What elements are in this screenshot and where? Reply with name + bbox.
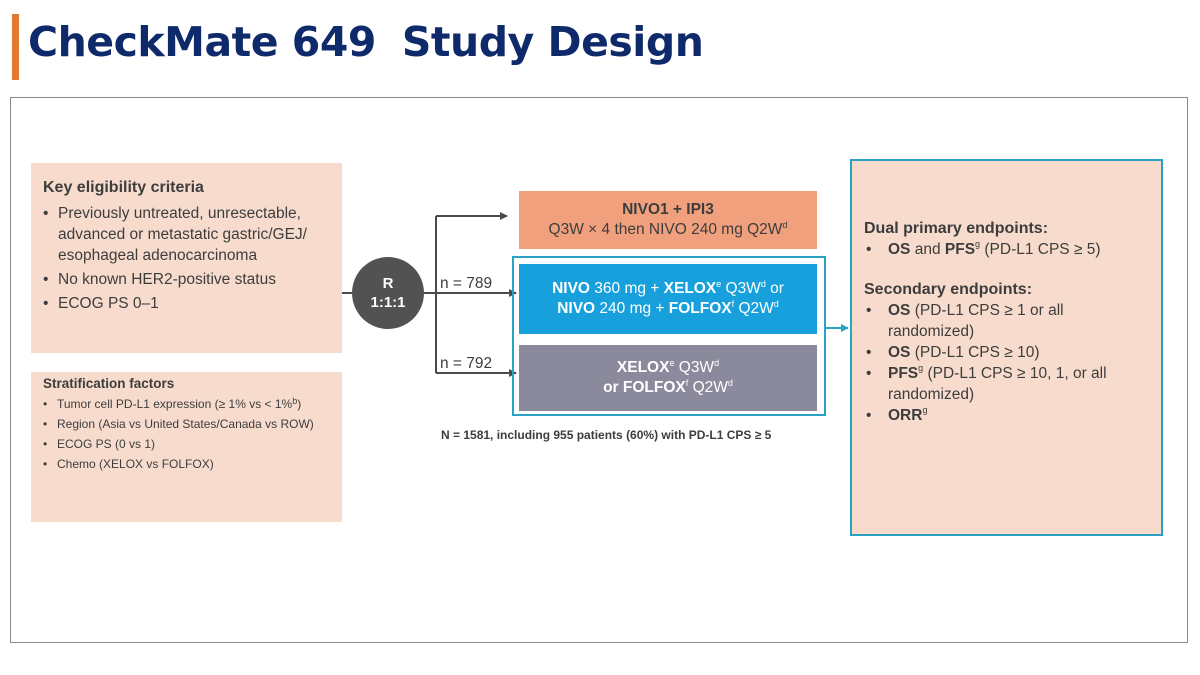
endpoints-panel: Dual primary endpoints: OS and PFSg (PD-… bbox=[850, 159, 1163, 536]
enrollment-summary: N = 1581, including 955 patients (60%) w… bbox=[441, 428, 772, 442]
secondary-endpoint-item: PFSg (PD-L1 CPS ≥ 10, 1, or all randomiz… bbox=[864, 363, 1151, 405]
arm-nivo-chemo: NIVO 360 mg + XELOXe Q3Wd or NIVO 240 mg… bbox=[519, 264, 817, 334]
secondary-endpoint-item: OS (PD-L1 CPS ≥ 1 or all randomized) bbox=[864, 300, 1151, 342]
secondary-endpoint-item: ORRg bbox=[864, 405, 1151, 426]
randomization-node: R 1:1:1 bbox=[352, 257, 424, 329]
eligibility-heading: Key eligibility criteria bbox=[43, 179, 204, 196]
stratification-panel: Stratification factors Tumor cell PD-L1 … bbox=[31, 372, 342, 522]
arm3-n-label: n = 792 bbox=[440, 355, 493, 372]
primary-endpoints-list: OS and PFSg (PD-L1 CPS ≥ 5) bbox=[864, 239, 1151, 260]
arm2-line2: NIVO 240 mg + FOLFOXf Q2Wd bbox=[557, 299, 779, 317]
arm-chemo: XELOXe Q3Wd or FOLFOXf Q2Wd bbox=[519, 345, 817, 411]
stratification-item: ECOG PS (0 vs 1) bbox=[43, 436, 332, 452]
stratification-item: Tumor cell PD-L1 expression (≥ 1% vs < 1… bbox=[43, 396, 332, 412]
arm3-line1: XELOXe Q3Wd bbox=[616, 358, 720, 376]
arm3-line2: or FOLFOXf Q2Wd bbox=[603, 378, 733, 396]
nivo-chemo-outline bbox=[512, 256, 826, 416]
stratification-item: Chemo (XELOX vs FOLFOX) bbox=[43, 456, 332, 472]
secondary-endpoints-heading: Secondary endpoints: bbox=[864, 281, 1033, 298]
arm-nivo-ipi: NIVO1 + IPI3 Q3W × 4 then NIVO 240 mg Q2… bbox=[519, 191, 817, 249]
eligibility-panel: Key eligibility criteria Previously untr… bbox=[31, 163, 342, 353]
arm1-schedule: Q3W × 4 then NIVO 240 mg Q2Wd bbox=[548, 220, 788, 238]
primary-endpoint-item: OS and PFSg (PD-L1 CPS ≥ 5) bbox=[864, 239, 1151, 260]
stratification-heading: Stratification factors bbox=[43, 376, 175, 391]
secondary-endpoint-item: OS (PD-L1 CPS ≥ 10) bbox=[864, 342, 1151, 363]
arm1-regimen: NIVO1 + IPI3 bbox=[622, 201, 714, 218]
eligibility-item: No known HER2-positive status bbox=[43, 269, 328, 290]
randomization-label: R bbox=[382, 275, 394, 292]
arm2-line1: NIVO 360 mg + XELOXe Q3Wd or bbox=[552, 279, 784, 297]
secondary-endpoints-list: OS (PD-L1 CPS ≥ 1 or all randomized) OS … bbox=[864, 300, 1151, 426]
title-accent-bar bbox=[12, 14, 19, 80]
eligibility-item: ECOG PS 0–1 bbox=[43, 293, 328, 314]
diagram-frame bbox=[10, 97, 1188, 643]
stratification-list: Tumor cell PD-L1 expression (≥ 1% vs < 1… bbox=[43, 396, 332, 472]
title-study-name: CheckMate 649 bbox=[28, 18, 376, 66]
primary-endpoints-heading: Dual primary endpoints: bbox=[864, 220, 1049, 237]
arm2-n-label: n = 789 bbox=[440, 275, 493, 292]
eligibility-item: Previously untreated, unresectable, adva… bbox=[43, 203, 328, 266]
eligibility-list: Previously untreated, unresectable, adva… bbox=[43, 203, 328, 314]
page-title: CheckMate 649 Study Design bbox=[28, 18, 704, 66]
stratification-item: Region (Asia vs United States/Canada vs … bbox=[43, 416, 332, 432]
randomization-ratio: 1:1:1 bbox=[370, 294, 406, 311]
title-subtitle: Study Design bbox=[401, 18, 704, 66]
